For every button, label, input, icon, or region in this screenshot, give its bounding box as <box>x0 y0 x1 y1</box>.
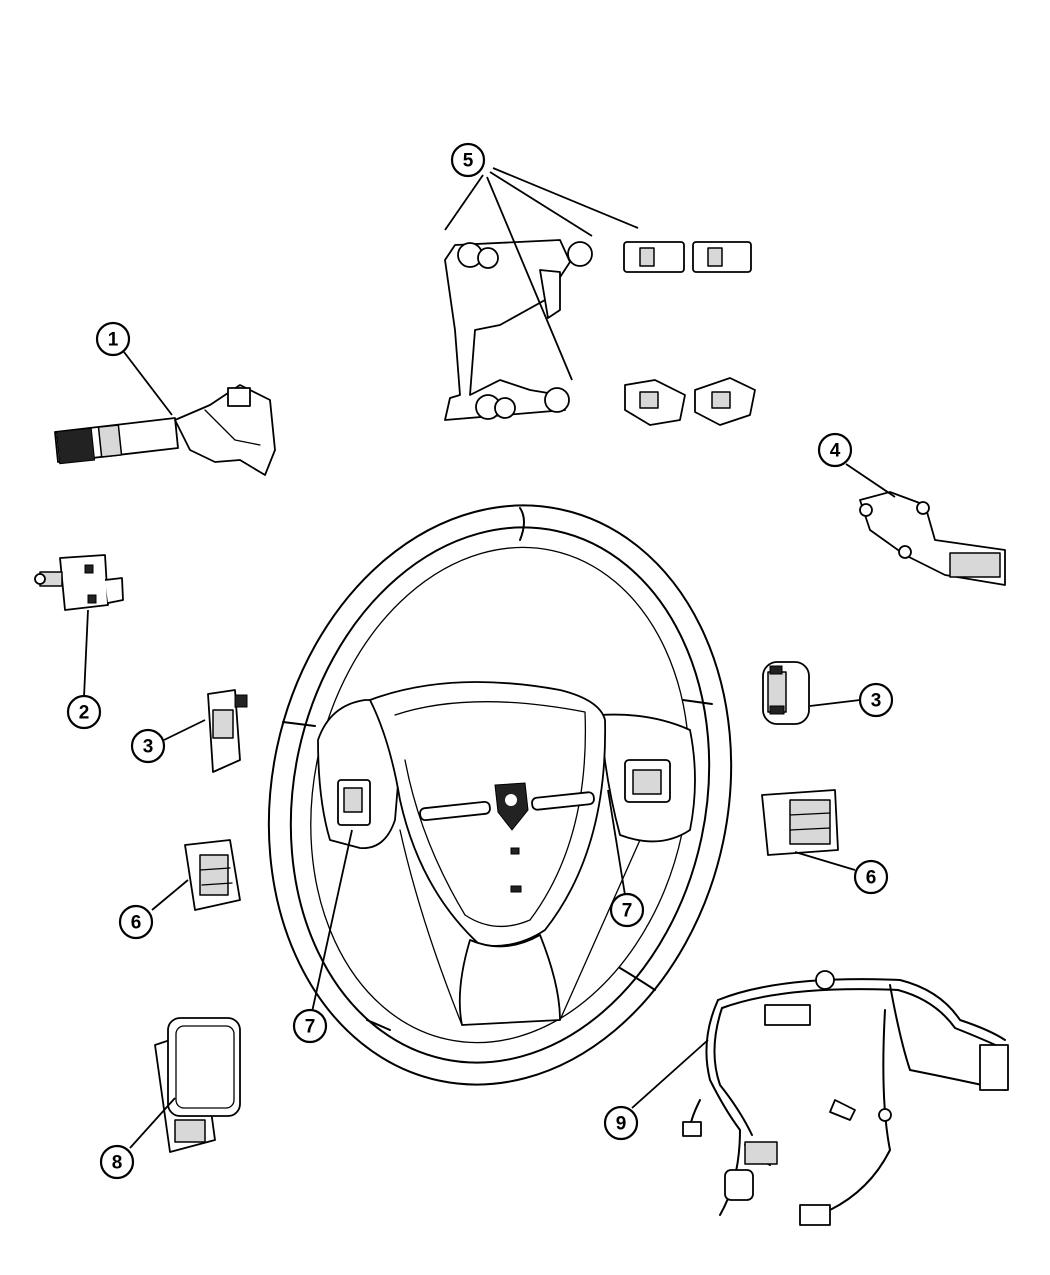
switch-3-right <box>762 661 810 725</box>
callout-8-label: 8 <box>112 1153 123 1174</box>
switch-6-right <box>761 789 839 856</box>
switch-bracket-assembly <box>444 239 756 426</box>
callout-3-right-label: 3 <box>871 691 882 712</box>
switch-3-left <box>207 689 248 773</box>
callout-7-right: 7 <box>609 892 645 928</box>
callout-6-right: 6 <box>853 859 889 895</box>
callout-6-left: 6 <box>118 904 154 940</box>
module-8 <box>154 1017 241 1153</box>
callout-3-left-label: 3 <box>143 737 154 758</box>
callout-4: 4 <box>817 432 853 468</box>
switch-2 <box>34 554 124 611</box>
callout-6-right-label: 6 <box>866 868 877 889</box>
switch-4 <box>859 491 1006 586</box>
callout-7-right-label: 7 <box>622 901 633 922</box>
callout-6-left-label: 6 <box>131 913 142 934</box>
callout-9: 9 <box>603 1105 639 1141</box>
callout-2: 2 <box>66 694 102 730</box>
multifunction-switch <box>54 384 276 476</box>
callout-1: 1 <box>95 321 131 357</box>
callout-1-label: 1 <box>108 330 119 351</box>
steering-wheel <box>267 504 733 1086</box>
switch-6-left <box>184 839 241 911</box>
callout-8: 8 <box>99 1144 135 1180</box>
callout-7-left-label: 7 <box>305 1017 316 1038</box>
callout-2-label: 2 <box>79 703 90 724</box>
callout-3-right: 3 <box>858 682 894 718</box>
leader-lines <box>83 167 896 1149</box>
callout-5: 5 <box>450 142 486 178</box>
callout-9-label: 9 <box>616 1114 627 1135</box>
callout-3-left: 3 <box>130 728 166 764</box>
callout-5-label: 5 <box>463 151 474 172</box>
callout-4-label: 4 <box>830 441 841 462</box>
wiring-harness <box>682 970 1009 1226</box>
callout-7-left: 7 <box>292 1008 328 1044</box>
